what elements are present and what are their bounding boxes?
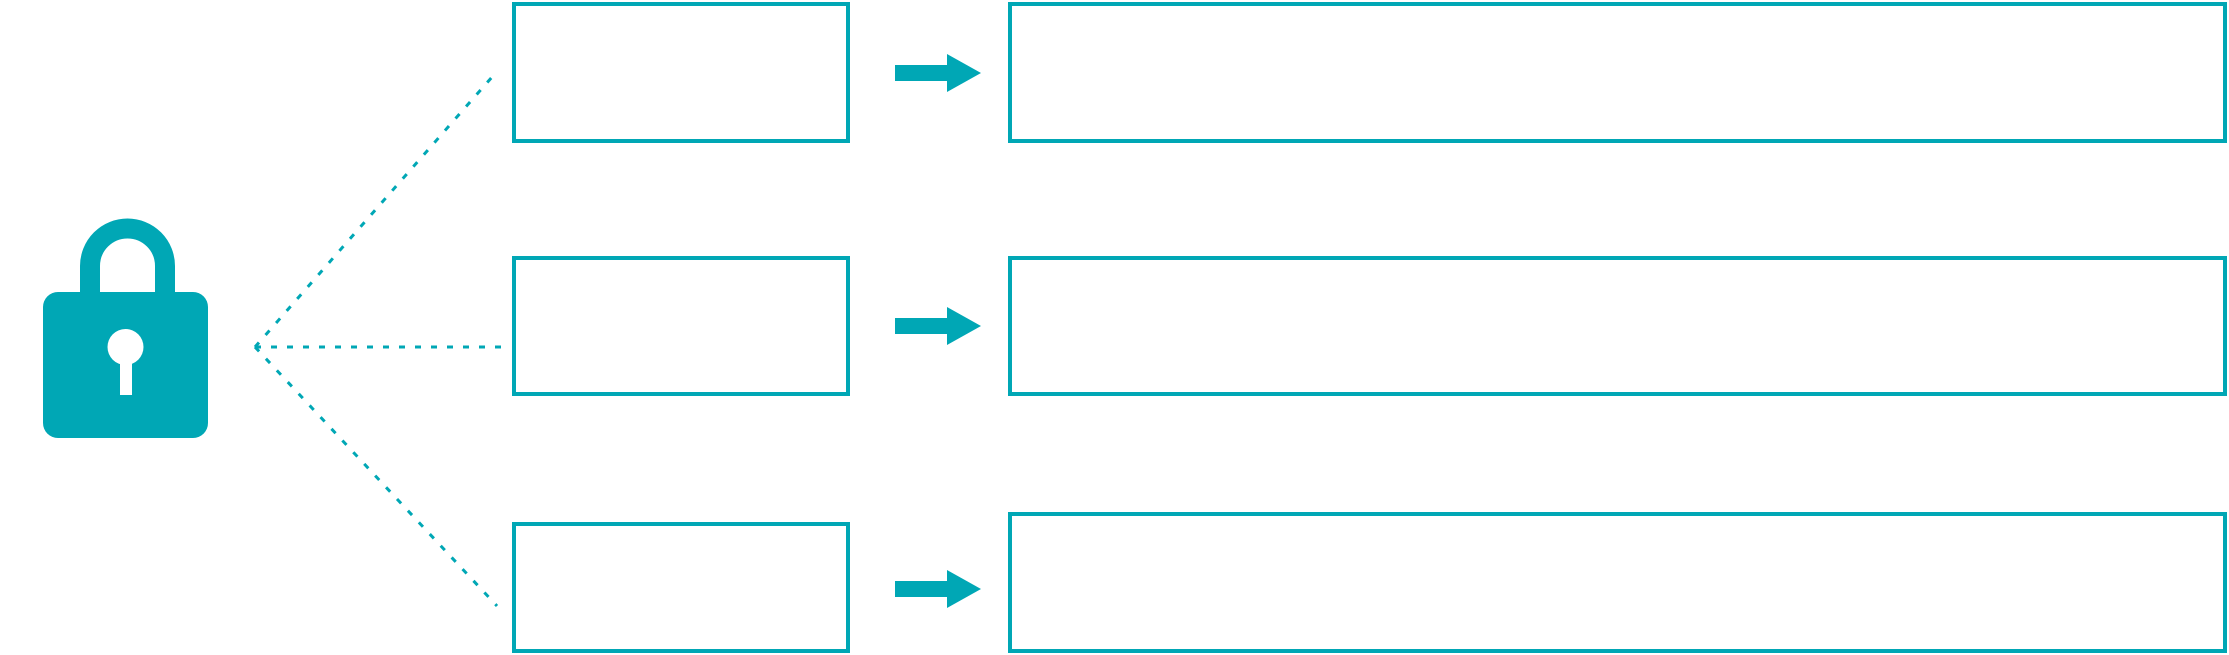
row-middle — [0, 256, 2229, 396]
row-top — [0, 2, 2229, 143]
row-bottom — [0, 512, 2229, 653]
target-box — [1008, 256, 2227, 396]
connector-line-top — [253, 76, 494, 348]
source-box — [512, 2, 850, 143]
lock-icon — [43, 218, 208, 438]
target-box — [1008, 512, 2227, 653]
target-box — [1008, 2, 2227, 143]
arrow-right-icon — [895, 569, 981, 608]
fan-connectors — [253, 76, 503, 608]
source-box — [512, 522, 850, 653]
lock-keyhole-stem — [120, 347, 132, 395]
arrow-right-icon — [895, 53, 981, 92]
connector-line-bottom — [253, 345, 499, 608]
arrow-right-icon — [895, 307, 981, 345]
source-box — [512, 256, 850, 396]
lock-shackle — [80, 218, 175, 298]
